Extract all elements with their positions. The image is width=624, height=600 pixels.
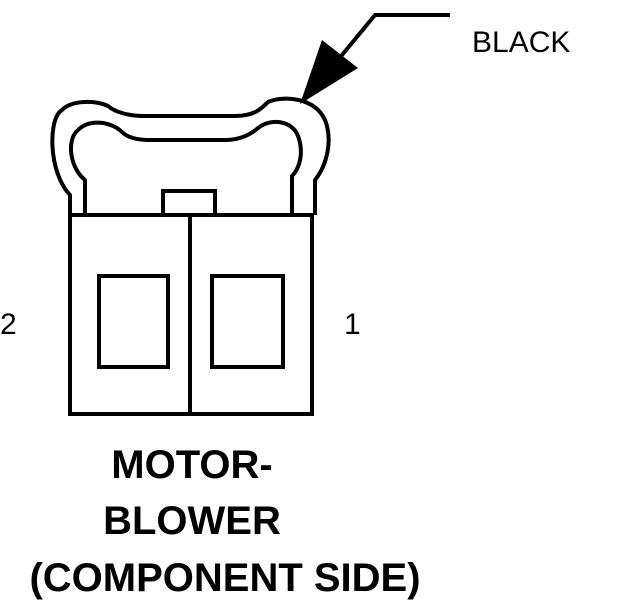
callout-leader-line — [326, 13, 450, 74]
pin-label-left: 2 — [0, 308, 17, 341]
terminal-cavity-pin-2 — [97, 274, 170, 369]
callout-arrowhead — [300, 40, 358, 104]
connector-housing-inner — [68, 119, 303, 215]
pin-label-right: 1 — [344, 308, 361, 341]
callout-color-label: BLACK — [472, 26, 570, 59]
title-line-1: MOTOR- — [111, 443, 272, 487]
terminal-cavity-pin-1 — [210, 274, 285, 369]
connector-housing-outline — [50, 96, 331, 215]
title-line-2: BLOWER — [103, 499, 281, 543]
title-line-3: (COMPONENT SIDE) — [29, 556, 420, 600]
